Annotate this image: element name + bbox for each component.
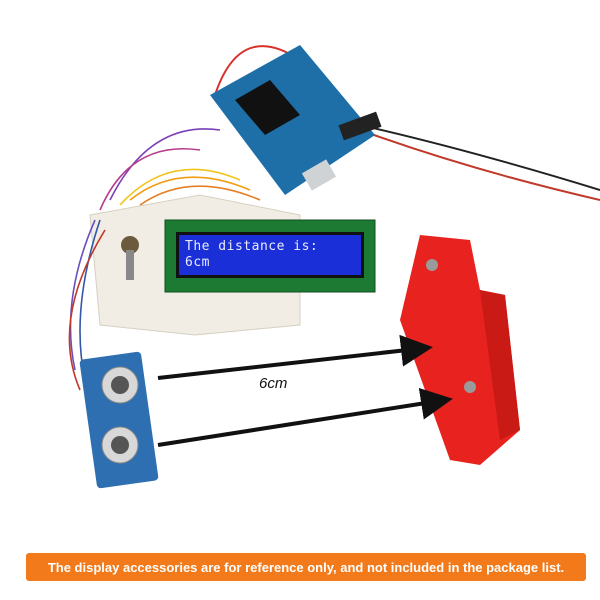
disclaimer-banner: The display accessories are for referenc… <box>26 553 586 581</box>
disclaimer-text: The display accessories are for referenc… <box>47 559 565 575</box>
lcd-line-1: The distance is: <box>185 239 319 254</box>
arduino-board <box>210 45 382 195</box>
lcd-display: The distance is: 6cm <box>176 232 364 278</box>
lcd-line-2: 6cm <box>185 255 210 270</box>
red-target-block <box>400 235 520 465</box>
distance-label: 6cm <box>259 375 288 392</box>
hc-sr04-ultrasonic-sensor <box>79 351 159 489</box>
